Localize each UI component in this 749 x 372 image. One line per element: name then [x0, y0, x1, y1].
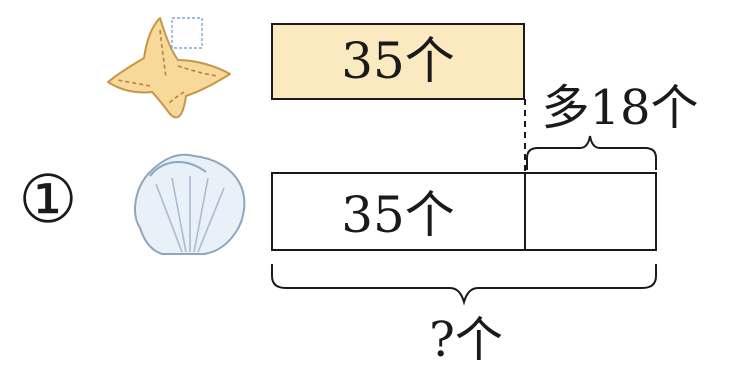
total-brace — [271, 264, 657, 306]
shell-icon — [134, 153, 246, 255]
starfish-bar — [271, 23, 525, 100]
shell-bar-label: 35个 — [341, 186, 455, 244]
starfish-icon — [107, 17, 231, 119]
problem-number: ① — [18, 161, 77, 238]
shell-bar — [271, 172, 657, 251]
starfish-bar-label: 35个 — [341, 32, 455, 90]
difference-brace — [526, 135, 657, 170]
difference-label: 多18个 — [541, 80, 698, 136]
total-label: ?个 — [429, 312, 503, 368]
